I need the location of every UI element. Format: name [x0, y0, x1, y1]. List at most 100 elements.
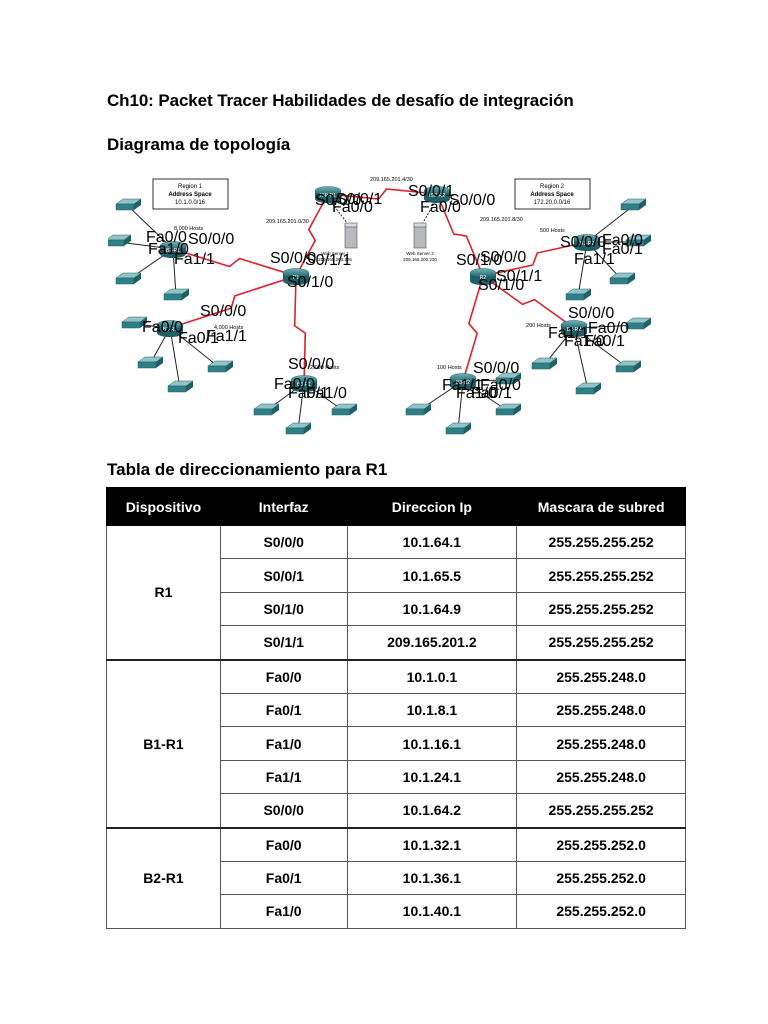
document-title: Ch10: Packet Tracer Habilidades de desaf… — [107, 91, 574, 110]
switch-icon — [331, 403, 358, 416]
switch-icon — [609, 272, 636, 285]
ip-cell: 10.1.24.1 — [346, 759, 518, 795]
port-b1r1-fa11: Fa1/1 — [174, 251, 215, 268]
port-r1-s010: S0/1/0 — [287, 274, 333, 291]
mask-cell: 255.255.255.252 — [516, 625, 686, 661]
interface-cell: S0/0/1 — [219, 558, 348, 593]
port-b3r2-fa01: Fa0/1 — [471, 385, 512, 402]
router-label-b2r2: B2-R2 — [567, 327, 581, 333]
table-header-row: Dispositivo Interfaz Direccion Ip Mascar… — [106, 487, 686, 526]
mask-cell: 255.255.248.0 — [516, 658, 686, 694]
port-b3r2-s000: S0/0/0 — [473, 360, 519, 377]
mask-cell: 255.255.255.252 — [516, 524, 686, 560]
interface-cell: S0/0/0 — [219, 524, 348, 560]
mask-cell: 255.255.252.0 — [516, 860, 686, 896]
serial-link — [327, 188, 438, 200]
server-icon — [344, 222, 358, 249]
switch-icon — [285, 422, 312, 435]
port-isp2-fa00: Fa0/0 — [420, 199, 461, 216]
port-b1r2-fa11: Fa1/1 — [574, 251, 615, 268]
router-icon — [282, 268, 310, 285]
port-b3r1-fa10: Fa1/0 — [306, 385, 347, 402]
router-icon — [560, 320, 588, 337]
ip-cell: 10.1.64.9 — [346, 591, 518, 627]
ethernet-link — [577, 241, 588, 297]
serial-link — [462, 275, 484, 382]
port-b3r1-s000: S0/0/0 — [288, 356, 334, 373]
serial-link — [169, 275, 297, 329]
ethernet-link — [169, 327, 181, 389]
left-link-label: 209.165.201.0/30 — [266, 219, 309, 225]
ip-cell: 10.1.8.1 — [346, 692, 518, 728]
port-r1-s000: S0/0/0 — [270, 250, 316, 267]
routers — [156, 186, 601, 392]
port-b2r2-s000: S0/0/0 — [568, 305, 614, 322]
hosts-b1r1: 8,000 Hosts — [174, 226, 204, 232]
hosts-b2r1: 4,000 Hosts — [214, 325, 244, 331]
port-b2r2-fa00: Fa0/0 — [588, 320, 629, 337]
port-b1r1-s000: S0/0/0 — [188, 231, 234, 248]
top-link-label: 209.165.201.4/30 — [370, 177, 413, 183]
mask-cell: 255.255.248.0 — [516, 726, 686, 761]
interface-cell: Fa0/0 — [219, 658, 348, 694]
port-isp2-s001: S0/0/1 — [408, 183, 454, 200]
ip-cell: 10.1.64.2 — [346, 793, 518, 829]
mask-cell: 255.255.252.0 — [516, 826, 686, 862]
switch-icon — [163, 288, 190, 301]
ip-cell: 10.1.32.1 — [346, 826, 518, 862]
interface-cell: Fa1/0 — [219, 726, 348, 761]
port-b3r1-fa00: Fa0/0 — [274, 376, 315, 393]
router-label-b3r2: B3-R2 — [456, 380, 470, 386]
port-b3r2-fa10: Fa1/0 — [456, 385, 497, 402]
port-b2r1-fa11: Fa1/1 — [206, 328, 247, 345]
region2-box — [514, 178, 591, 210]
switch-icon — [115, 272, 142, 285]
switch-icon — [121, 316, 148, 329]
switch-icon — [620, 198, 647, 211]
router-icon — [573, 234, 601, 251]
switch-icon — [531, 357, 558, 370]
port-b2r1-fa01: Fa0/1 — [178, 330, 219, 347]
router-icon — [469, 268, 497, 285]
switch-icon — [565, 288, 592, 301]
router-icon — [423, 186, 451, 203]
router-icon — [449, 373, 477, 390]
router-label-isp2: ISP-R2 — [429, 193, 445, 199]
switch-icon — [495, 403, 522, 416]
port-b3r1-fa01: Fa0/1 — [288, 385, 329, 402]
port-b1r2-fa01: Fa0/1 — [602, 241, 643, 258]
addressing-table: Dispositivo Interfaz Direccion Ip Mascar… — [106, 487, 686, 929]
interface-cell: Fa0/1 — [219, 692, 348, 728]
port-isp1-s000: S0/0/0 — [315, 192, 361, 209]
ip-cell: 10.1.40.1 — [346, 894, 518, 929]
ethernet-link — [127, 205, 174, 250]
port-b2r2-fa10: Fa1/0 — [564, 333, 605, 350]
web-server2-ip: 209.165.200.230 — [403, 257, 437, 262]
router-label-b3r1: B3-R1 — [297, 382, 311, 388]
router-label-b1r1: B1-R1 — [166, 248, 180, 254]
mask-cell: 255.255.252.0 — [516, 894, 686, 929]
switch-icon — [405, 403, 432, 416]
serial-links — [169, 188, 588, 384]
interface-cell: Fa0/1 — [219, 860, 348, 896]
port-b2r1-s000: S0/0/0 — [200, 303, 246, 320]
mask-cell: 255.255.255.252 — [516, 793, 686, 829]
switch-icon — [625, 317, 652, 330]
serial-link — [482, 275, 575, 329]
switch-icon — [137, 356, 164, 369]
port-r2-s010-top: S0/1/0 — [456, 252, 502, 269]
region2-line1: Region 2 — [540, 184, 565, 190]
port-isp1-fa00: Fa0/0 — [332, 199, 373, 216]
region2-line3: 172.20.0.0/16 — [534, 200, 571, 206]
ethernet-link — [573, 327, 589, 391]
server-icon — [413, 222, 427, 249]
